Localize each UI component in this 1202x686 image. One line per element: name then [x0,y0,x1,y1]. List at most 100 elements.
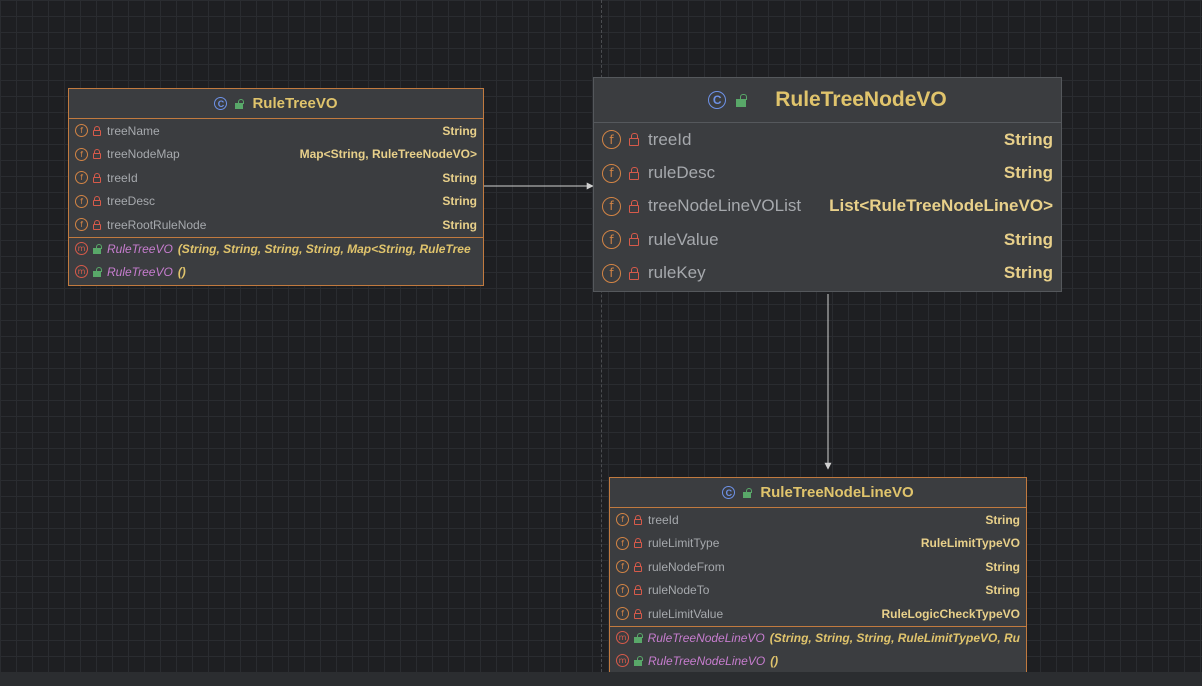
field-icon: f [75,194,88,208]
field-row[interactable]: f ruleNodeTo String [610,579,1026,603]
field-row[interactable]: f treeId String [69,166,483,190]
class-icon: C [708,91,727,109]
class-icon: C [214,97,228,110]
method-icon: m [616,631,629,645]
field-type: String [442,217,477,232]
field-icon: f [602,130,621,150]
field-type: Map<String, RuleTreeNodeVO> [299,147,477,162]
public-lock-icon [736,93,748,107]
method-row[interactable]: m RuleTreeVO (String, String, String, Str… [69,236,483,261]
private-lock-icon [634,538,643,549]
class-header: C RuleTreeNodeLineVO [610,478,1026,508]
field-icon: f [602,163,621,183]
field-row[interactable]: f treeNodeMap Map<String, RuleTreeNodeVO… [69,143,483,167]
field-name: treeId [107,170,138,185]
field-name: treeNodeLineVOList [648,196,802,216]
field-type: String [985,512,1020,527]
field-name: ruleValue [648,229,719,249]
field-row[interactable]: f treeDesc String [69,190,483,214]
method-params: () [770,653,779,668]
field-icon: f [75,171,88,185]
field-name: ruleDesc [648,163,716,183]
field-row[interactable]: f treeName String [69,119,483,143]
field-row[interactable]: f ruleValue String [594,223,1061,256]
class-rule-tree-node-line-vo[interactable]: C RuleTreeNodeLineVO f treeId String f r… [609,477,1027,676]
method-params: (String, String, String, String, Map<Str… [177,241,471,256]
public-lock-icon [634,632,643,643]
private-lock-icon [93,149,102,160]
field-type: List<RuleTreeNodeLineVO> [829,196,1053,216]
public-lock-icon [634,655,643,666]
method-icon: m [75,265,88,279]
public-lock-icon [93,266,102,277]
field-icon: f [75,218,88,232]
field-name: treeId [648,512,679,527]
field-row[interactable]: f treeNodeLineVOList List<RuleTreeNodeLi… [594,190,1061,223]
field-type: String [442,194,477,209]
method-name: RuleTreeNodeLineVO [648,653,766,668]
field-name: treeId [648,129,692,149]
method-name: RuleTreeNodeLineVO [647,630,765,645]
field-row[interactable]: f treeRootRuleNode String [69,213,483,237]
private-lock-icon [93,172,102,183]
field-type: RuleLimitTypeVO [920,536,1020,551]
public-lock-icon [743,487,753,498]
method-name: RuleTreeVO [107,241,173,256]
private-lock-icon [634,585,643,596]
public-lock-icon [93,243,102,254]
method-row[interactable]: m RuleTreeVO() [69,260,483,284]
class-header: C RuleTreeVO [69,89,483,119]
field-row[interactable]: f ruleNodeFrom String [610,555,1026,579]
field-name: ruleKey [648,263,706,283]
field-icon: f [602,196,621,216]
field-type: String [985,559,1020,574]
field-row[interactable]: f ruleDesc String [594,156,1061,189]
class-header: C RuleTreeNodeVO [594,78,1061,123]
field-type: String [442,123,477,138]
field-name: ruleLimitValue [648,606,724,621]
public-lock-icon [235,98,245,109]
private-lock-icon [629,233,640,247]
method-icon: m [616,654,629,668]
field-type: String [1003,163,1053,183]
private-lock-icon [629,199,640,213]
field-icon: f [616,513,629,527]
field-icon: f [616,607,629,621]
field-type: RuleLogicCheckTypeVO [881,606,1020,621]
class-name: RuleTreeVO [252,95,338,112]
private-lock-icon [629,133,640,147]
field-icon: f [602,263,621,283]
canvas-divider [601,0,602,672]
field-row[interactable]: f treeId String [610,508,1026,532]
field-icon: f [616,583,629,597]
method-icon: m [75,242,88,256]
private-lock-icon [93,125,102,136]
field-name: treeRootRuleNode [107,217,207,232]
bottom-status-bar [0,672,1202,686]
field-row[interactable]: f ruleLimitValue RuleLogicCheckTypeVO [610,602,1026,626]
private-lock-icon [634,514,643,525]
method-params: (String, String, String, RuleLimitTypeVO… [769,630,1020,645]
private-lock-icon [629,166,640,180]
field-type: String [985,583,1020,598]
class-rule-tree-vo[interactable]: C RuleTreeVO f treeName String f treeNod… [68,88,484,286]
field-type: String [1003,129,1053,149]
field-icon: f [602,230,621,250]
method-row[interactable]: m RuleTreeNodeLineVO () [610,649,1026,673]
class-rule-tree-node-vo[interactable]: C RuleTreeNodeVO f treeId String f ruleD… [593,77,1062,292]
method-params: () [177,264,186,279]
field-row[interactable]: f treeId String [594,123,1061,156]
method-row[interactable]: m RuleTreeNodeLineVO (String, String, Str… [610,625,1026,650]
private-lock-icon [93,196,102,207]
field-type: String [1003,263,1053,283]
private-lock-icon [629,266,640,280]
class-name: RuleTreeNodeLineVO [760,484,914,501]
field-icon: f [75,147,88,161]
private-lock-icon [93,219,102,230]
field-row[interactable]: f ruleLimitType RuleLimitTypeVO [610,532,1026,556]
private-lock-icon [634,561,643,572]
field-name: treeNodeMap [107,147,180,162]
field-row[interactable]: f ruleKey String [594,257,1061,290]
field-type: String [442,170,477,185]
